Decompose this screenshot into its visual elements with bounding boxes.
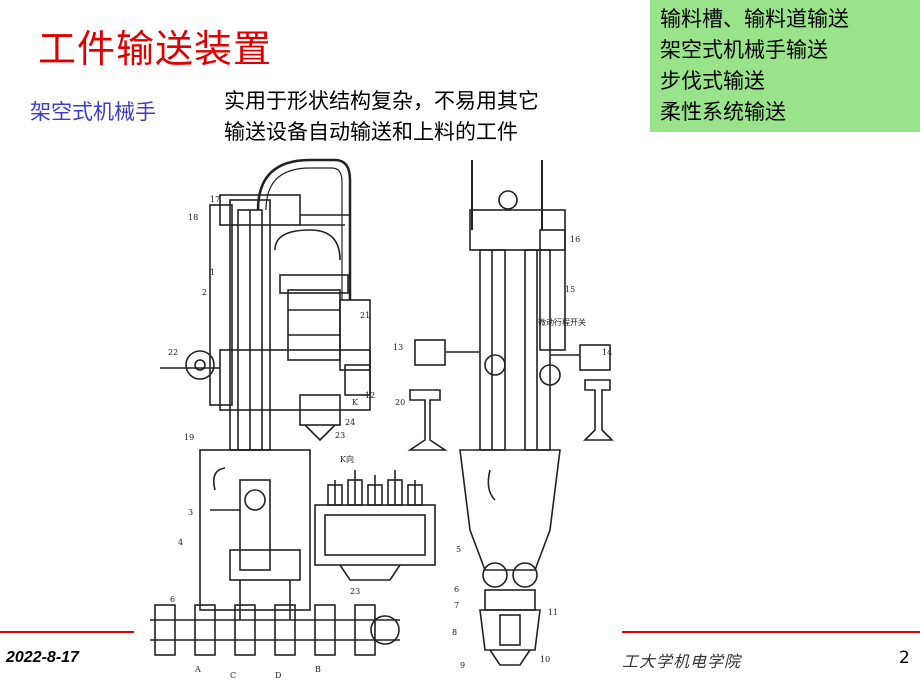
label-11: 11 bbox=[548, 608, 558, 617]
footer-line-right bbox=[622, 631, 920, 633]
footer-date: 2022-8-17 bbox=[6, 649, 79, 666]
method-item: 架空式机械手输送 bbox=[660, 38, 828, 62]
label-19: 19 bbox=[184, 433, 194, 442]
label-15: 15 bbox=[565, 285, 575, 294]
label-k: K bbox=[352, 398, 359, 407]
label-20: 20 bbox=[395, 398, 405, 407]
label-1: 1 bbox=[210, 268, 215, 277]
label-k-view: K向 bbox=[340, 454, 354, 464]
label-8: 8 bbox=[452, 628, 457, 637]
label-16: 16 bbox=[570, 235, 580, 244]
label-6: 6 bbox=[170, 595, 175, 604]
description-line: 输送设备自动输送和上料的工件 bbox=[224, 120, 518, 144]
label-c: C bbox=[230, 671, 236, 680]
slide-subtitle: 架空式机械手 bbox=[30, 100, 156, 124]
footer-line-left bbox=[0, 631, 134, 633]
label-6r: 6 bbox=[454, 585, 459, 594]
label-22: 22 bbox=[168, 348, 178, 357]
label-24: 24 bbox=[345, 418, 355, 427]
label-3: 3 bbox=[188, 508, 193, 517]
label-5: 5 bbox=[456, 545, 461, 554]
label-7: 7 bbox=[454, 601, 459, 610]
manipulator-drawing: 17 18 1 2 21 22 K 12 24 23 19 3 4 6 K向 2… bbox=[150, 158, 614, 680]
label-a: A bbox=[194, 665, 201, 674]
label-9: 9 bbox=[460, 661, 465, 670]
slide-title: 工件输送装置 bbox=[38, 27, 273, 71]
label-4: 4 bbox=[178, 538, 183, 547]
description: 实用于形状结构复杂，不易用其它 输送设备自动输送和上料的工件 bbox=[224, 86, 539, 148]
methods-box: 输料槽、输料道输送 架空式机械手输送 步伐式输送 柔性系统输送 bbox=[650, 0, 920, 132]
label-13: 13 bbox=[393, 343, 403, 352]
label-micro-switch: 微动行程开关 bbox=[538, 317, 586, 327]
label-14: 14 bbox=[602, 348, 612, 357]
method-item: 步伐式输送 bbox=[660, 69, 765, 93]
label-10: 10 bbox=[540, 655, 550, 664]
label-23b: 23 bbox=[350, 587, 360, 596]
method-item: 柔性系统输送 bbox=[660, 100, 786, 124]
label-18: 18 bbox=[188, 213, 198, 222]
page-number: 2 bbox=[899, 648, 910, 668]
label-b: B bbox=[315, 665, 321, 674]
footer-org: 工大学机电学院 bbox=[622, 652, 742, 671]
label-12: 12 bbox=[365, 391, 375, 400]
label-23: 23 bbox=[335, 431, 345, 440]
label-2: 2 bbox=[202, 288, 207, 297]
label-17: 17 bbox=[210, 195, 220, 204]
label-21: 21 bbox=[360, 311, 370, 320]
method-item: 输料槽、输料道输送 bbox=[660, 7, 849, 31]
label-d: D bbox=[275, 671, 281, 680]
description-line: 实用于形状结构复杂，不易用其它 bbox=[224, 89, 539, 113]
